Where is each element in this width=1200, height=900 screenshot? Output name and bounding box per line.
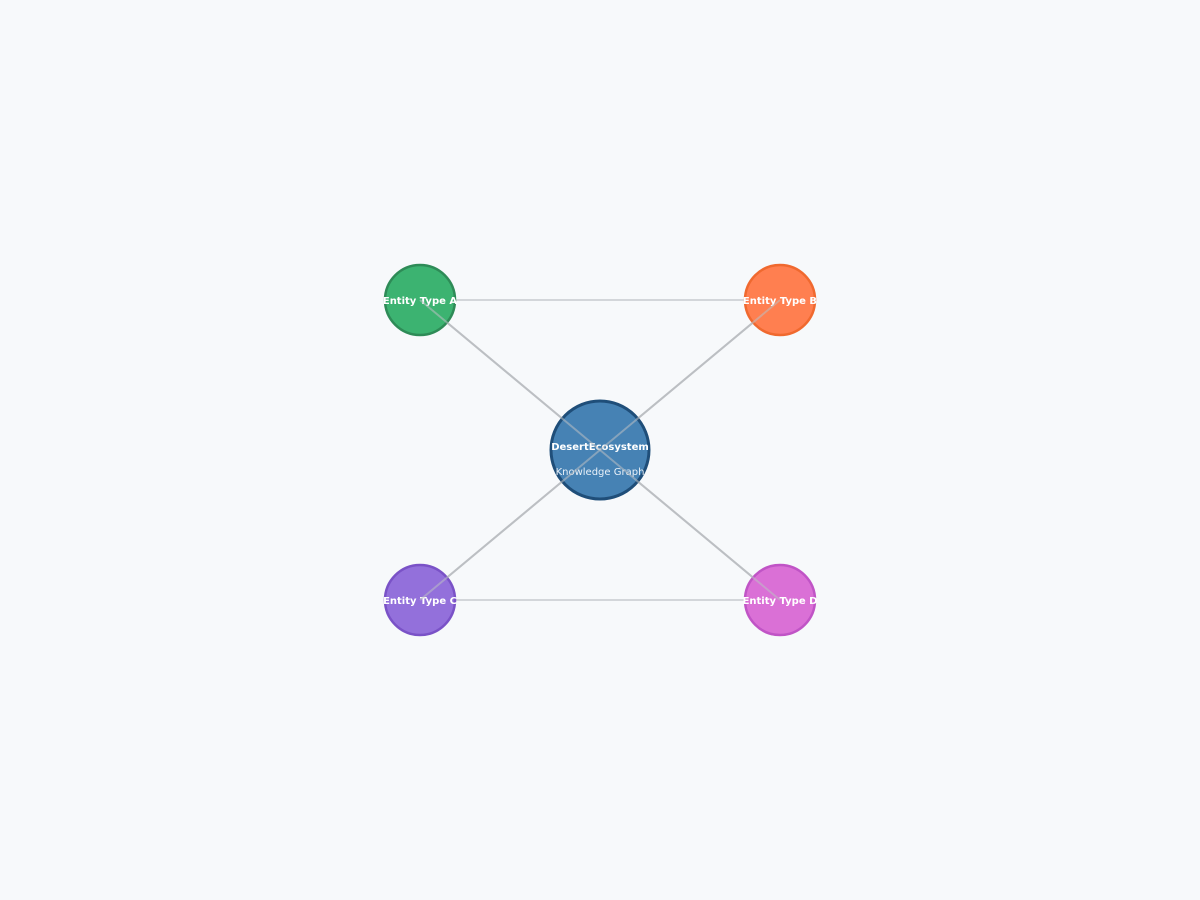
- center-node-subtitle: Knowledge Graph: [556, 467, 645, 478]
- entity-node-d-label: Entity Type D: [743, 596, 818, 607]
- entity-node-a-label: Entity Type A: [383, 296, 458, 307]
- crossing-layer: [419, 299, 781, 601]
- entity-node-c-label: Entity Type C: [383, 596, 457, 607]
- entity-node-b-label: Entity Type B: [743, 296, 817, 307]
- edge-overlay-b-c: [419, 299, 781, 601]
- center-node-title: DesertEcosystem: [551, 442, 649, 453]
